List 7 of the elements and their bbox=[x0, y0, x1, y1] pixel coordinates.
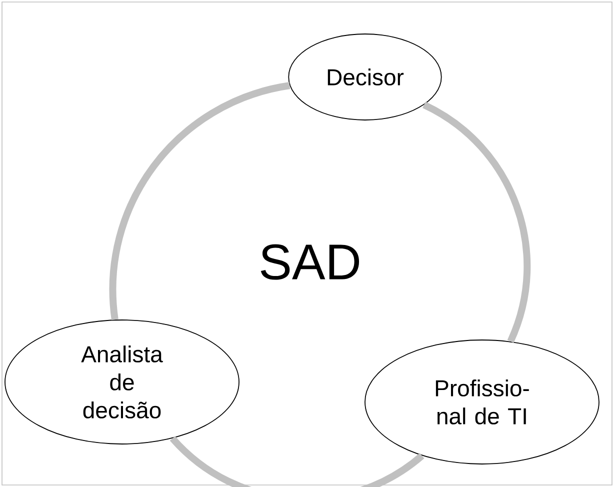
ellipse-node: Decisor bbox=[288, 34, 442, 120]
ellipse-node: Analista de decisão bbox=[4, 320, 240, 444]
ring-arc bbox=[170, 436, 424, 487]
ring-arc bbox=[422, 102, 530, 343]
ring-arc bbox=[109, 82, 290, 320]
center-label: SAD bbox=[260, 244, 360, 280]
ellipse-node: Profissio- nal de TI bbox=[364, 340, 600, 464]
